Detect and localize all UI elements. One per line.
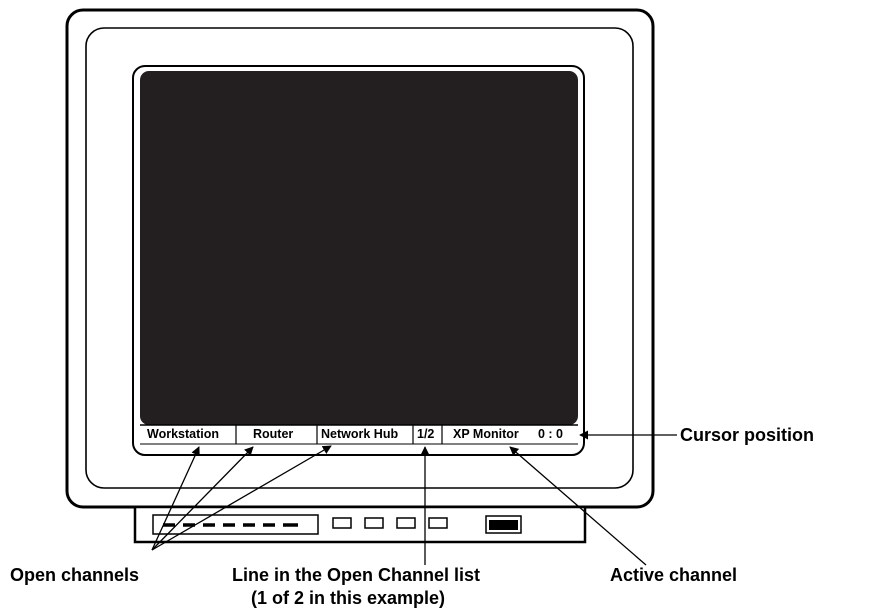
channel-network-hub: Network Hub (321, 427, 399, 441)
list-line-label: Line in the Open Channel list (232, 565, 481, 585)
cursor-position-label: Cursor position (680, 425, 814, 445)
open-channel-arrow-2 (151, 446, 254, 551)
open-channel-arrow-3 (151, 445, 332, 551)
list-position: 1/2 (417, 427, 435, 441)
channel-workstation: Workstation (147, 427, 219, 441)
channel-router: Router (253, 427, 294, 441)
open-channels-label: Open channels (10, 565, 140, 585)
list-line-note: (1 of 2 in this example) (251, 588, 446, 608)
cursor-readout: 0 : 0 (538, 427, 564, 441)
open-channel-arrow-1 (151, 446, 200, 551)
active-channel-arrow (509, 446, 647, 566)
callout-arrows (151, 430, 677, 566)
status-bar (140, 424, 578, 445)
active-channel-label: Active channel (610, 565, 738, 585)
monitor-base (133, 505, 587, 544)
monitor-screen (132, 65, 585, 456)
active-channel-name: XP Monitor (453, 427, 519, 441)
